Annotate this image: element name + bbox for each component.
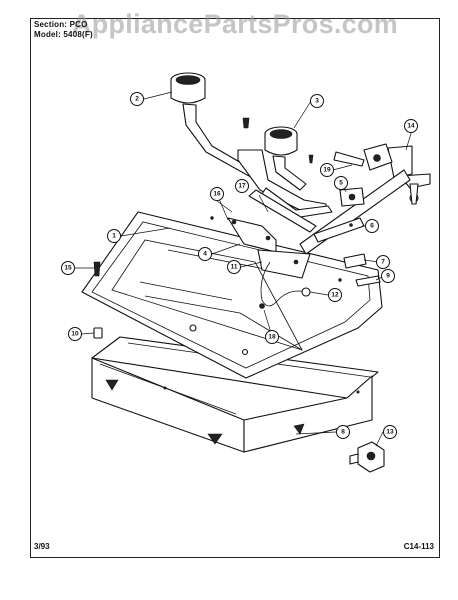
svg-text:5: 5 — [339, 180, 343, 187]
model-label: Model: 5408(F) — [34, 30, 93, 39]
callout-13: 14 — [404, 119, 418, 133]
svg-text:10: 10 — [71, 331, 79, 338]
svg-text:17: 17 — [238, 183, 246, 190]
igniter-wire — [259, 261, 311, 309]
svg-text:1: 1 — [112, 233, 116, 240]
svg-text:2: 2 — [135, 96, 139, 103]
bracket-plate — [227, 217, 311, 279]
revision-date: 3/93 — [34, 542, 50, 551]
callout-17: 17 — [235, 179, 249, 193]
svg-text:7: 7 — [381, 259, 385, 266]
clip-9 — [355, 275, 381, 287]
svg-text:14: 14 — [407, 123, 415, 130]
callout-6: 6 — [365, 219, 379, 233]
callout-7: 7 — [376, 255, 390, 269]
svg-text:4: 4 — [203, 251, 207, 258]
svg-text:18: 18 — [268, 334, 276, 341]
right-burner — [264, 126, 307, 191]
callout-19: 19 — [320, 163, 334, 177]
tube-17 — [248, 189, 317, 233]
regulator — [349, 441, 385, 473]
callout-5: 5 — [334, 176, 348, 190]
clip-7 — [343, 253, 367, 269]
diagram-code: C14-113 — [403, 542, 434, 551]
svg-text:13: 13 — [386, 429, 394, 436]
callout-11: 11 — [227, 260, 241, 274]
fitting-5 — [339, 187, 365, 207]
watermark: AppliancePartsPros.com — [71, 9, 399, 39]
callout-10: 10 — [68, 327, 82, 341]
svg-text:15: 15 — [64, 265, 72, 272]
valve-assembly — [333, 143, 393, 171]
callout-18-lower: 18 — [265, 330, 279, 344]
callout-8: 8 — [336, 425, 350, 439]
callout-16: 16 — [210, 187, 224, 201]
screws — [93, 117, 314, 339]
svg-text:19: 19 — [323, 167, 331, 174]
callout-4: 4 — [198, 247, 212, 261]
callout-14: 13 — [383, 425, 397, 439]
callout-2: 2 — [130, 92, 144, 106]
svg-text:6: 6 — [370, 223, 374, 230]
callout-9: 9 — [381, 269, 395, 283]
callout-12: 12 — [328, 288, 342, 302]
callout-15: 15 — [61, 261, 75, 275]
callout-1: 1 — [107, 229, 121, 243]
svg-text:16: 16 — [213, 191, 221, 198]
svg-text:3: 3 — [315, 98, 319, 105]
section-label: Section: PCO — [34, 20, 88, 29]
svg-text:8: 8 — [341, 429, 345, 436]
svg-text:9: 9 — [386, 273, 390, 280]
diagram-frame — [30, 18, 440, 558]
callout-3: 3 — [310, 94, 324, 108]
svg-text:12: 12 — [331, 292, 339, 299]
svg-text:11: 11 — [231, 264, 238, 271]
